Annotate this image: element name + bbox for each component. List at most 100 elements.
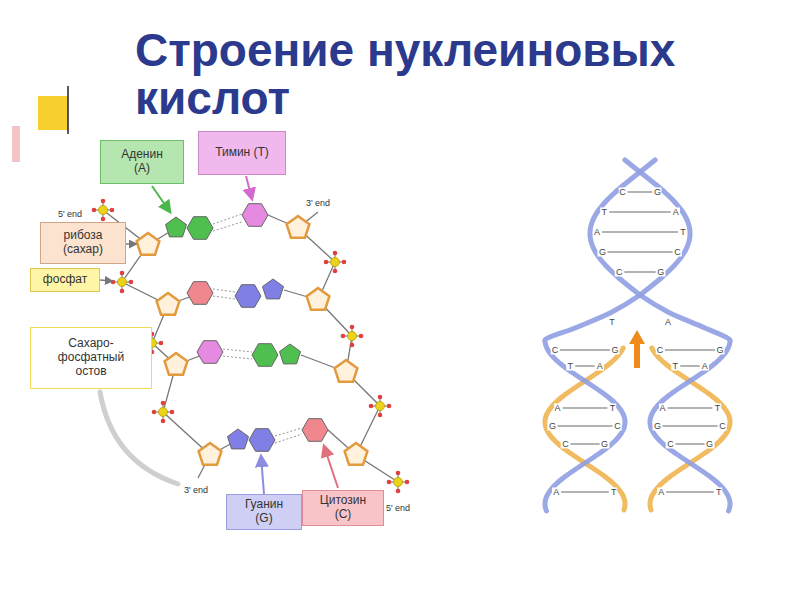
base-letter: T (601, 208, 609, 217)
decor-line (67, 86, 69, 134)
illustration-part (213, 214, 242, 224)
base-letter: C (618, 188, 627, 197)
illustration-part (137, 233, 160, 255)
illustration-part (223, 356, 252, 359)
base-letter: A (554, 404, 562, 413)
base-letter: G (716, 346, 725, 355)
base-pair-rung (680, 365, 699, 367)
base-letter: A (659, 404, 667, 413)
illustration-part (235, 285, 261, 308)
base-pair-rung (607, 251, 672, 253)
label-text: Гуанин (G) (236, 498, 292, 526)
base-letter: G (598, 248, 607, 257)
base-letter: G (600, 440, 609, 449)
illustration-part (199, 443, 222, 465)
illustration-part (335, 360, 358, 382)
illustration-part (387, 471, 410, 494)
base-pair-rung (560, 349, 610, 351)
illustration-part (280, 344, 301, 364)
base-pair-rung (666, 491, 714, 493)
illustration-part (275, 434, 302, 443)
part-label: рибоза (сахар) (40, 222, 126, 264)
illustration-part (324, 251, 347, 274)
base-letter: T (610, 488, 618, 497)
label-text: Сахаро-фосфатный остов (53, 337, 129, 378)
hydrogen-bond (213, 214, 302, 443)
base-pair-rung (675, 443, 704, 445)
dna-strand (590, 160, 730, 511)
illustration-part (157, 293, 180, 315)
leader-arrow (100, 280, 112, 281)
base-letter: C (656, 346, 665, 355)
base-letter: C (666, 440, 675, 449)
base-pair-rung (628, 191, 653, 193)
base-letter: G (656, 268, 665, 277)
base-pair-rung (575, 365, 594, 367)
base-letter: T (715, 488, 723, 497)
base-label: Цитозин (C) (302, 490, 384, 526)
base-pair-rung (602, 231, 678, 233)
base-letter: T (609, 404, 617, 413)
part-label: фосфат (30, 268, 100, 292)
leader-arrow (152, 186, 170, 212)
strand-end-label: 3' end (306, 198, 330, 208)
base-letter: A (672, 208, 680, 217)
decor-square (38, 96, 68, 130)
nucleobase (166, 204, 329, 452)
leader-arrow (261, 456, 264, 494)
strand-end-label: 3' end (184, 485, 208, 495)
label-text: рибоза (сахар) (51, 229, 115, 257)
base-letter: A (701, 362, 709, 371)
base-letter: A (657, 488, 665, 497)
dna-strand (545, 160, 690, 511)
illustration-part (223, 349, 252, 352)
base-pair-rung (662, 425, 717, 427)
illustration-part (165, 353, 188, 375)
base-letter: T (608, 318, 616, 327)
ribose-sugar (137, 216, 368, 465)
base-letter: G (611, 346, 620, 355)
illustration-part (187, 217, 213, 240)
illustration-part (92, 199, 115, 222)
base-label: Аденин (A) (100, 140, 184, 184)
base-letter: A (593, 228, 601, 237)
leader-arrow (126, 243, 136, 245)
base-pair-rung (563, 407, 608, 409)
illustration-part (242, 204, 268, 227)
base-label: Тимин (T) (198, 131, 286, 175)
base-letter: C (613, 422, 622, 431)
strand-end-label: 5' end (58, 209, 82, 219)
illustration-part (307, 288, 330, 310)
leader-arrow (324, 446, 338, 488)
illustration-part (111, 271, 134, 294)
base-letter: G (653, 422, 662, 431)
illustration-part (197, 341, 223, 364)
base-letter: C (718, 422, 727, 431)
label-text: Цитозин (C) (312, 494, 374, 522)
strand-end-label: 5' end (386, 503, 410, 513)
base-label: Гуанин (G) (226, 494, 302, 530)
illustration-part (275, 428, 302, 436)
illustration-part (213, 296, 235, 299)
base-letter: C (561, 440, 570, 449)
base-pair-rung (668, 407, 713, 409)
illustration-part (341, 325, 364, 348)
base-letter: C (673, 248, 682, 257)
replication-arrow (634, 342, 640, 368)
illustration-part (187, 282, 213, 305)
base-letter: C (551, 346, 560, 355)
illustration-part (287, 216, 310, 238)
base-letter: T (672, 362, 680, 371)
base-letter: A (596, 362, 604, 371)
label-text: фосфат (43, 273, 87, 287)
illustration-part (213, 289, 235, 292)
base-pair-rung (557, 425, 612, 427)
base-letter: C (615, 268, 624, 277)
base-bond (148, 215, 356, 455)
illustration-part (369, 395, 392, 418)
illustration-part (152, 401, 175, 424)
leader-arrow (246, 176, 252, 199)
base-letter: T (679, 228, 687, 237)
illustration-part (345, 443, 368, 465)
